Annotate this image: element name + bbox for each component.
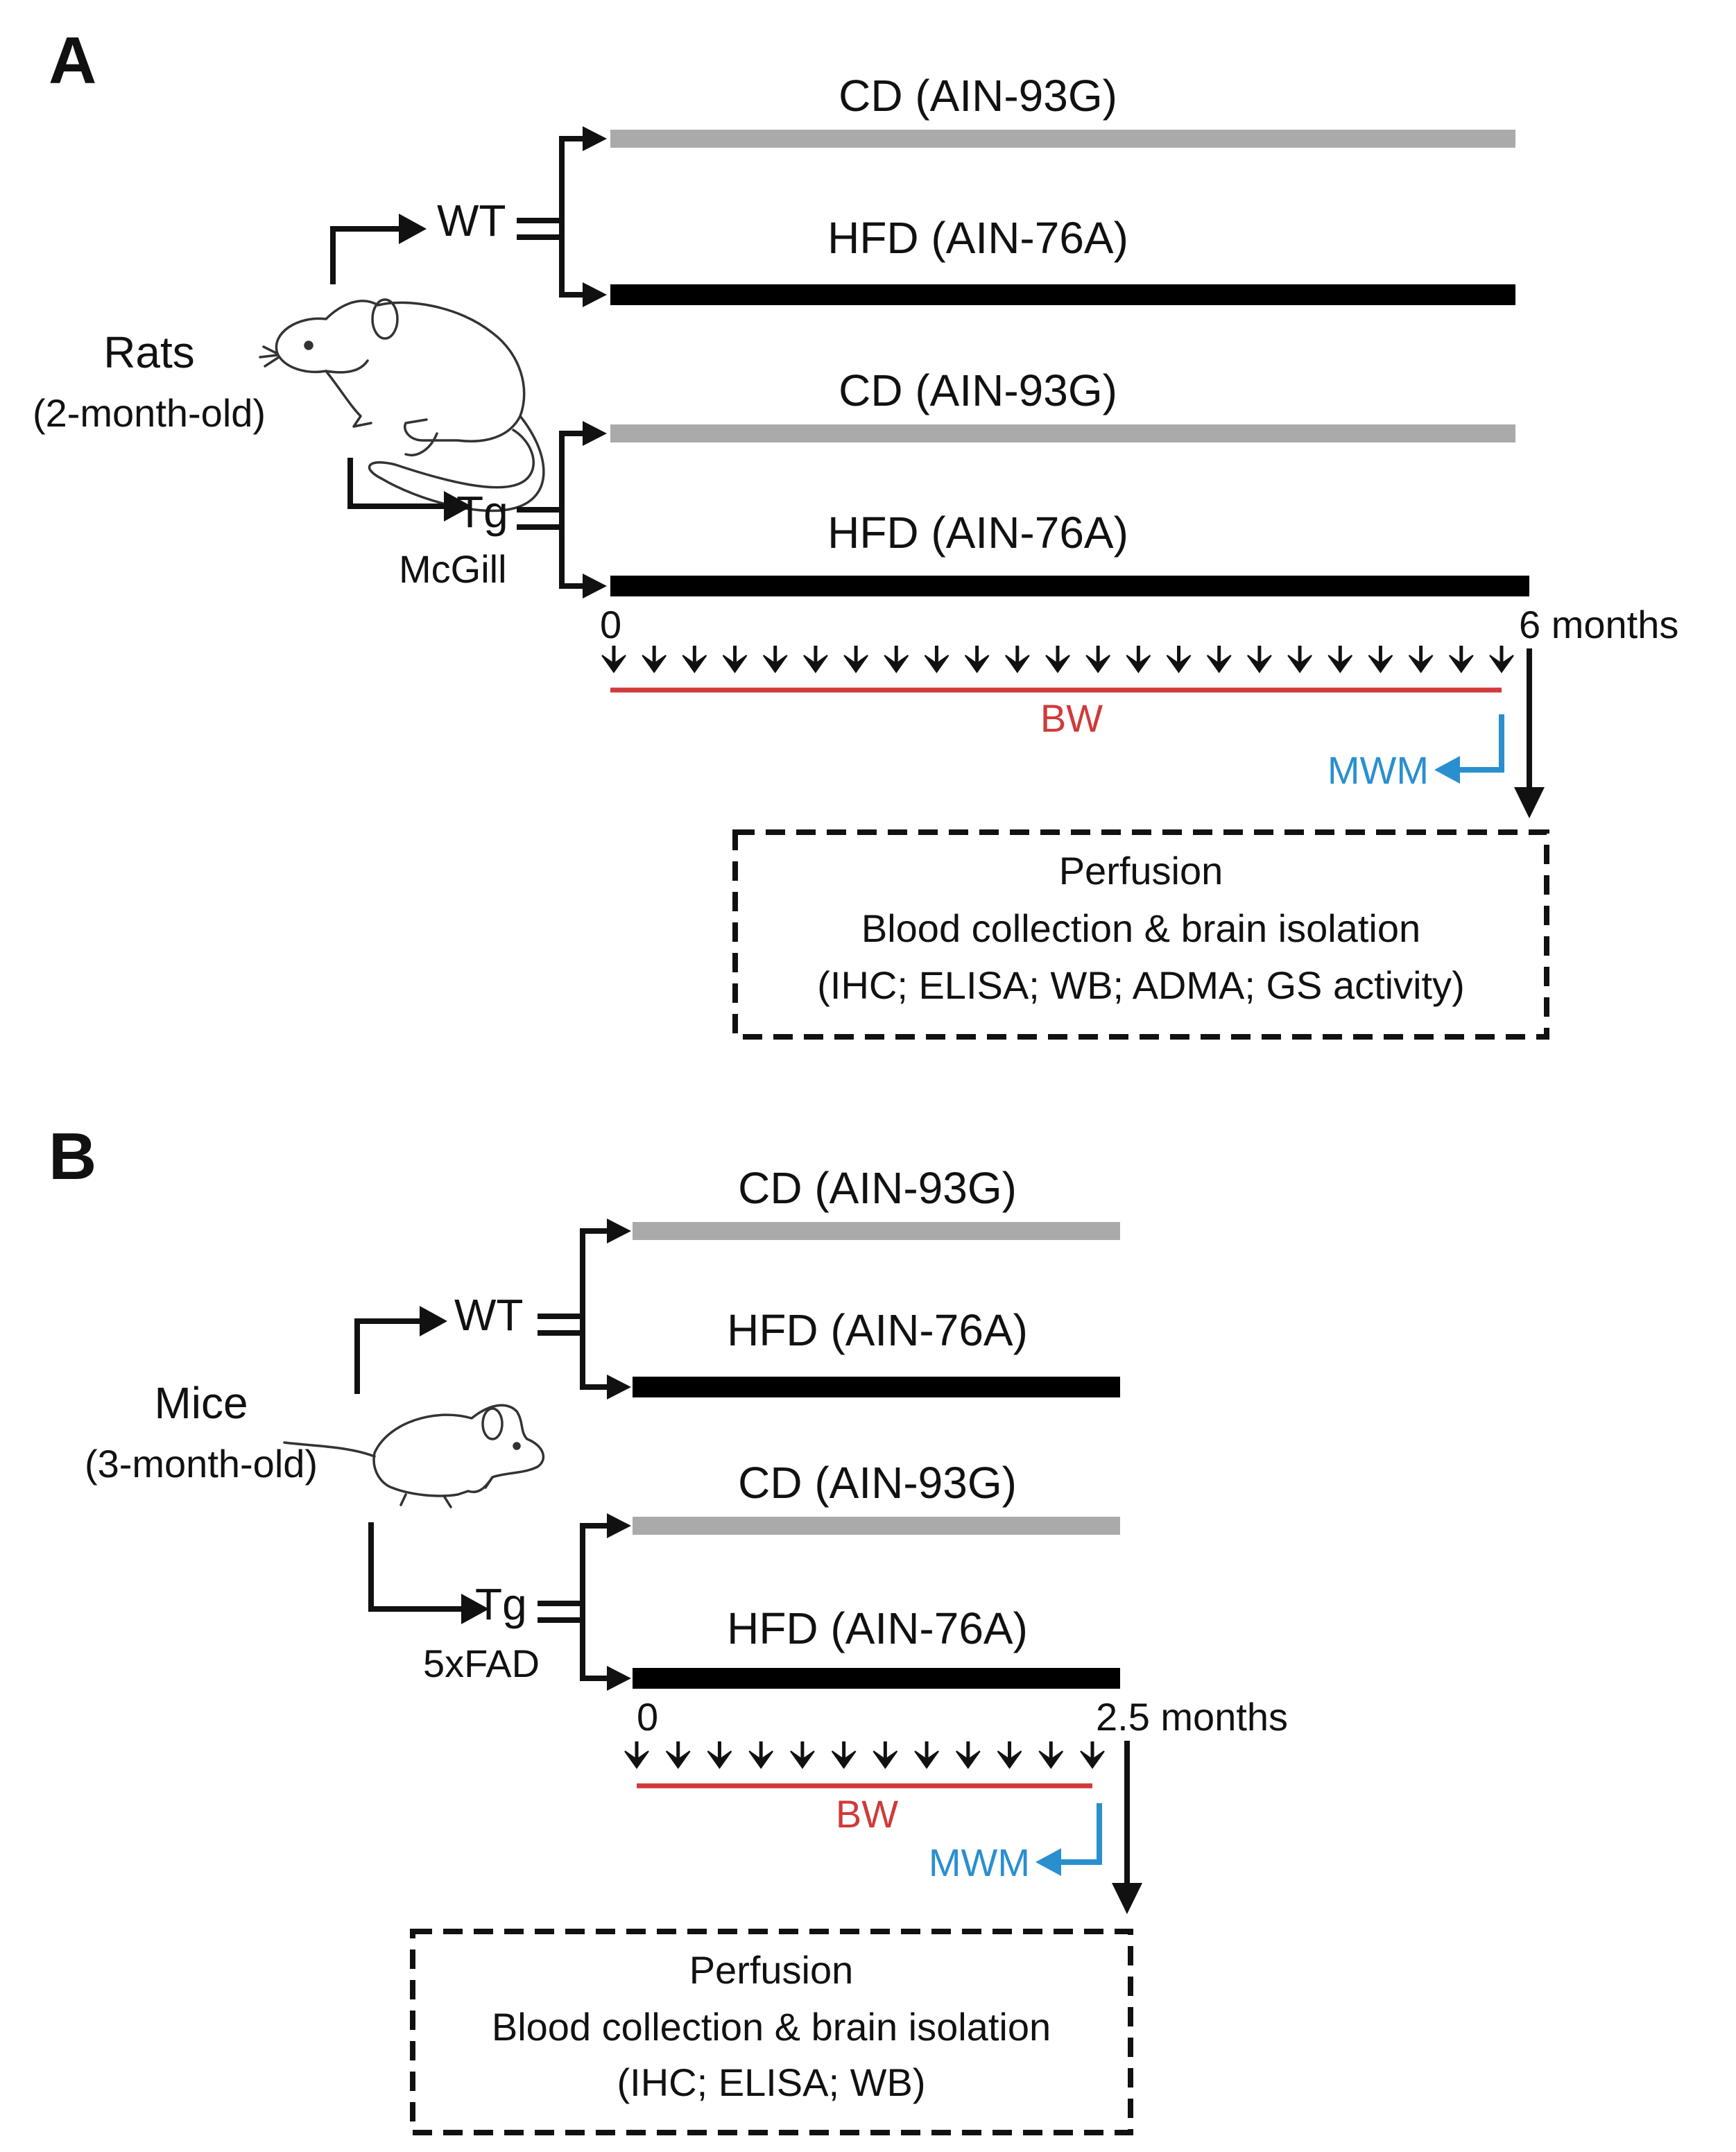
panel-b-weekly-marker-5 bbox=[790, 1750, 815, 1769]
panel-b-subject-age: (3-month-old) bbox=[85, 1442, 318, 1486]
panel-a-wt-bracket bbox=[559, 136, 583, 298]
panel-a-weekly-marker-18 bbox=[1287, 655, 1312, 673]
panel-b-wt-bracket bbox=[580, 1228, 607, 1390]
panel-b-tg-bracket bbox=[580, 1523, 607, 1681]
panel-b-weekly-markers bbox=[624, 1741, 1105, 1769]
panel-a-arm-3-label: CD (AIN-93G) bbox=[839, 365, 1117, 415]
panel-b-mwm-label: MWM bbox=[929, 1841, 1030, 1884]
panel-a-tg-label: Tg bbox=[456, 487, 508, 537]
panel-a-tg-bracket bbox=[559, 431, 583, 589]
panel-a-arrowhead-wt bbox=[399, 214, 427, 244]
panel-a-outcome-line-2: Blood collection & brain isolation bbox=[861, 906, 1420, 950]
panel-b-arrowhead-wt bbox=[420, 1306, 447, 1336]
panel-a-mwm-label: MWM bbox=[1327, 748, 1429, 792]
panel-b-arm-4-label: HFD (AIN-76A) bbox=[727, 1603, 1028, 1653]
panel-b-wt-label: WT bbox=[454, 1290, 524, 1340]
panel-a-mwm-arrow bbox=[1460, 714, 1504, 773]
panel-b-arm-2-label: HFD (AIN-76A) bbox=[727, 1305, 1028, 1355]
panel-a-weekly-marker-13 bbox=[1085, 655, 1110, 673]
panel-a-weekly-marker-23 bbox=[1489, 655, 1514, 673]
panel-a-outcome-line-1: Perfusion bbox=[1059, 849, 1223, 893]
mouse-icon bbox=[283, 1404, 545, 1508]
panel-b-timeline-end: 2.5 months bbox=[1096, 1695, 1288, 1739]
panel-a-weekly-markers bbox=[601, 646, 1514, 673]
panel-b-weekly-marker-11 bbox=[1038, 1750, 1064, 1769]
panel-b-weekly-marker-8 bbox=[914, 1750, 939, 1769]
panel-a-weekly-marker-12 bbox=[1045, 655, 1070, 673]
panel-a-weekly-marker-8 bbox=[884, 655, 909, 673]
panel-b-arm-3-label: CD (AIN-93G) bbox=[738, 1458, 1017, 1508]
panel-a-weekly-marker-14 bbox=[1126, 655, 1151, 673]
panel-a-weekly-marker-9 bbox=[924, 655, 949, 673]
panel-b-letter: B bbox=[49, 1119, 96, 1194]
panel-a-weekly-marker-15 bbox=[1166, 655, 1192, 673]
panel-a-arm-2-label: HFD (AIN-76A) bbox=[827, 213, 1128, 263]
panel-b-mwm-arrow bbox=[1061, 1803, 1102, 1865]
panel-a-weekly-marker-22 bbox=[1449, 655, 1474, 673]
panel-a-weekly-marker-1 bbox=[601, 655, 626, 673]
panel-b-arrowhead-tg bbox=[461, 1594, 489, 1624]
panel-b-outcome-line-1: Perfusion bbox=[689, 1948, 854, 1992]
panel-a-arm-4-label: HFD (AIN-76A) bbox=[827, 508, 1128, 558]
panel-a-tg-connector bbox=[517, 507, 562, 530]
panel-a-weekly-marker-6 bbox=[803, 655, 828, 673]
panel-a-weekly-marker-10 bbox=[964, 655, 990, 673]
panel-b-wt-connector bbox=[538, 1314, 583, 1336]
panel-a-wt-connector bbox=[517, 218, 562, 240]
panel-b-bw-label: BW bbox=[836, 1792, 898, 1836]
panel-a-arrowhead-tg bbox=[444, 491, 472, 522]
panel-a-weekly-marker-7 bbox=[843, 655, 868, 673]
panel-b-arrow-to-wt bbox=[354, 1318, 420, 1394]
panel-b-tg-strain: 5xFAD bbox=[423, 1642, 540, 1685]
panel-b-outcome-line-2: Blood collection & brain isolation bbox=[492, 2005, 1051, 2049]
panel-a-arm-1-label: CD (AIN-93G) bbox=[839, 71, 1117, 121]
panel-b-weekly-marker-10 bbox=[997, 1750, 1022, 1769]
panel-b-weekly-marker-9 bbox=[956, 1750, 981, 1769]
panel-b-tg-label: Tg bbox=[475, 1579, 527, 1629]
panel-b-timeline-start: 0 bbox=[637, 1695, 658, 1739]
panel-a-timeline-start: 0 bbox=[600, 603, 621, 646]
panel-a-bw-label: BW bbox=[1040, 696, 1103, 740]
panel-a-weekly-marker-5 bbox=[762, 655, 788, 673]
panel-a-outcome-line-3: (IHC; ELISA; WB; ADMA; GS activity) bbox=[817, 963, 1465, 1007]
panel-a-weekly-marker-11 bbox=[1005, 655, 1030, 673]
panel-a-weekly-marker-20 bbox=[1368, 655, 1393, 673]
panel-a-weekly-marker-3 bbox=[682, 655, 707, 673]
panel-a-timeline-end: 6 months bbox=[1519, 603, 1678, 646]
panel-a-tg-strain: McGill bbox=[399, 547, 507, 591]
panel-a-subject-label: Rats bbox=[103, 327, 195, 377]
panel-a-weekly-marker-4 bbox=[722, 655, 748, 673]
panel-a-weekly-marker-2 bbox=[642, 655, 667, 673]
panel-b-weekly-marker-2 bbox=[665, 1750, 691, 1769]
panel-b-subject-label: Mice bbox=[154, 1378, 248, 1428]
panel-b-arm-1-label: CD (AIN-93G) bbox=[738, 1163, 1017, 1213]
rat-icon bbox=[259, 298, 545, 513]
panel-a-subject-age: (2-month-old) bbox=[33, 391, 266, 435]
panel-a-outcome-box bbox=[732, 829, 1549, 1040]
panel-a: A Rats (2-month-old) WT Tg McGill bbox=[33, 24, 1678, 1040]
panel-b-weekly-marker-3 bbox=[707, 1750, 732, 1769]
panel-b: B Mice (3-month-old) WT Tg 5xFAD C bbox=[49, 1119, 1288, 2135]
panel-a-weekly-marker-21 bbox=[1408, 655, 1434, 673]
panel-b-outcome-line-3: (IHC; ELISA; WB) bbox=[617, 2060, 926, 2104]
panel-a-weekly-marker-16 bbox=[1206, 655, 1232, 673]
panel-b-tg-connector bbox=[538, 1601, 583, 1623]
panel-a-arrow-to-wt bbox=[330, 226, 399, 284]
panel-a-wt-label: WT bbox=[437, 196, 506, 246]
panel-a-weekly-marker-19 bbox=[1327, 655, 1353, 673]
panel-b-weekly-marker-6 bbox=[831, 1750, 857, 1769]
panel-a-weekly-marker-17 bbox=[1247, 655, 1272, 673]
panel-b-arrow-to-tg bbox=[368, 1522, 461, 1612]
panel-b-weekly-marker-12 bbox=[1080, 1750, 1105, 1769]
panel-b-weekly-marker-1 bbox=[624, 1750, 649, 1769]
panel-b-weekly-marker-4 bbox=[748, 1750, 773, 1769]
panel-a-arrow-to-tg bbox=[347, 458, 444, 509]
panel-a-letter: A bbox=[49, 24, 96, 98]
panel-b-weekly-marker-7 bbox=[873, 1750, 898, 1769]
